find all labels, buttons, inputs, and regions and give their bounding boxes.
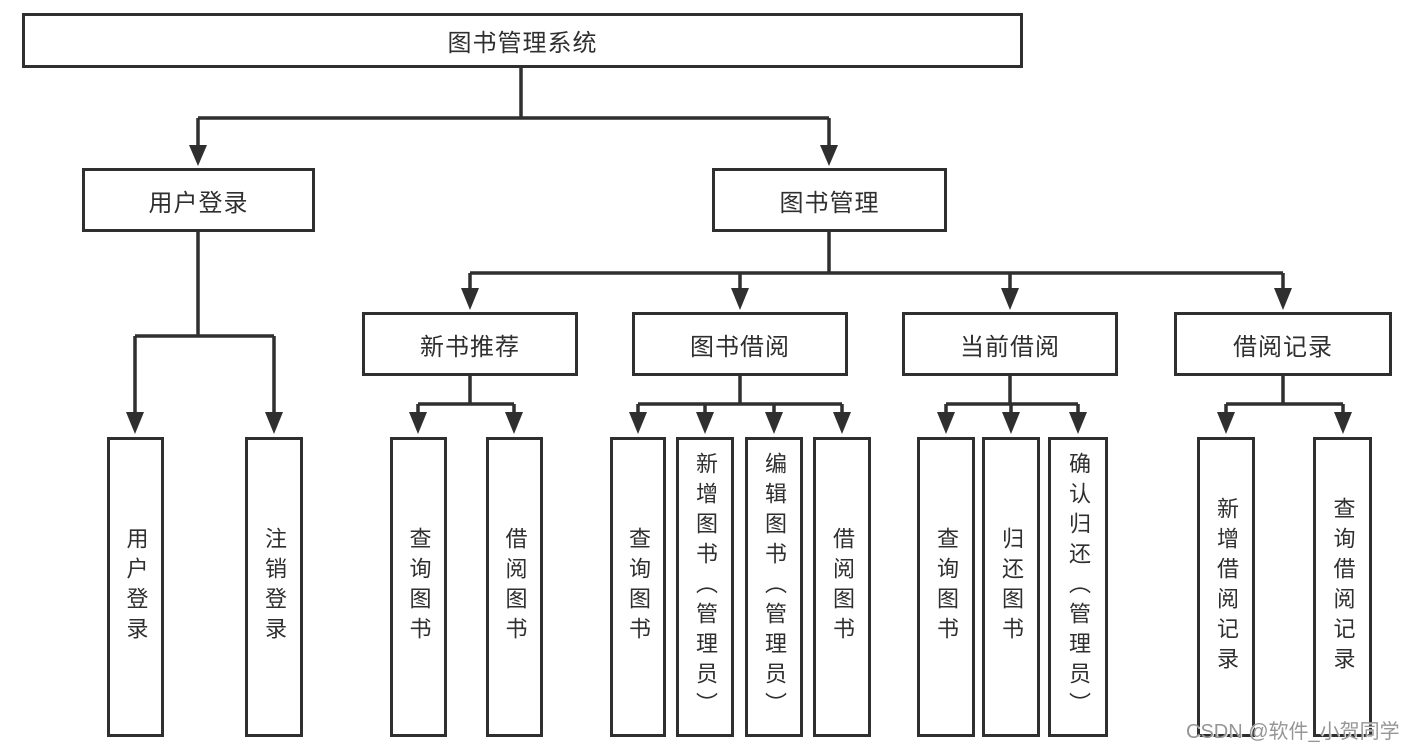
node-leaf-logout: 注销登录 <box>245 437 303 737</box>
node-leaf-confirm-return-admin: 确认归还（管理员） <box>1048 437 1108 737</box>
connector-root-to-level2 <box>189 68 838 166</box>
node-label: 查询图书 <box>934 527 959 647</box>
node-label: 用户登录 <box>148 189 249 217</box>
node-leaf-user-login: 用户登录 <box>107 437 164 737</box>
node-leaf-add-book-admin: 新增图书（管理员） <box>676 437 734 737</box>
connector-book-borrowing-to-children <box>629 376 851 434</box>
node-leaf-query-books: 查询图书 <box>610 437 666 737</box>
node-label: 归还图书 <box>999 527 1024 647</box>
node-new-book-recommend: 新书推荐 <box>362 312 578 376</box>
node-label: 当前借阅 <box>960 333 1060 361</box>
node-label: 查询图书 <box>406 527 432 647</box>
node-root-library-management-system: 图书管理系统 <box>22 13 1023 68</box>
node-label: 图书管理系统 <box>447 30 598 57</box>
connector-borrowing-records-to-children <box>1217 376 1352 434</box>
csdn-watermark: CSDN @软件_小贺同学 <box>1186 721 1400 743</box>
node-leaf-add-borrowing-record: 新增借阅记录 <box>1197 437 1255 737</box>
node-label: 编辑图书（管理员） <box>762 452 787 722</box>
node-leaf-query-borrowing-record: 查询借阅记录 <box>1313 437 1372 737</box>
node-label: 借阅图书 <box>830 527 855 647</box>
node-current-borrowing: 当前借阅 <box>902 312 1118 376</box>
node-label: 新书推荐 <box>420 333 520 361</box>
node-book-management: 图书管理 <box>712 168 947 232</box>
connector-book-management-to-level3 <box>461 232 1292 310</box>
node-leaf-borrow-books: 借阅图书 <box>486 437 543 737</box>
node-leaf-query-books: 查询图书 <box>917 437 975 737</box>
node-label: 确认归还（管理员） <box>1066 452 1091 722</box>
node-label: 借阅图书 <box>502 527 528 647</box>
node-leaf-borrow-books: 借阅图书 <box>813 437 871 737</box>
node-label: 用户登录 <box>123 527 149 647</box>
node-leaf-return-books: 归还图书 <box>982 437 1040 737</box>
node-leaf-query-books: 查询图书 <box>390 437 447 737</box>
node-label: 图书借阅 <box>690 333 790 361</box>
node-label: 查询图书 <box>626 527 651 647</box>
node-borrowing-records: 借阅记录 <box>1174 312 1392 376</box>
node-label: 查询借阅记录 <box>1330 497 1356 677</box>
connector-user-login-to-children <box>126 232 283 434</box>
node-label: 图书管理 <box>779 189 880 217</box>
node-label: 注销登录 <box>262 527 287 647</box>
node-label: 借阅记录 <box>1233 333 1333 361</box>
connector-new-book-recommend-to-children <box>409 376 523 434</box>
node-label: 新增借阅记录 <box>1214 497 1239 677</box>
node-book-borrowing: 图书借阅 <box>632 312 848 376</box>
node-leaf-edit-book-admin: 编辑图书（管理员） <box>745 437 803 737</box>
node-label: 新增图书（管理员） <box>693 452 718 722</box>
connector-current-borrowing-to-children <box>937 376 1087 434</box>
node-user-login: 用户登录 <box>82 168 315 232</box>
